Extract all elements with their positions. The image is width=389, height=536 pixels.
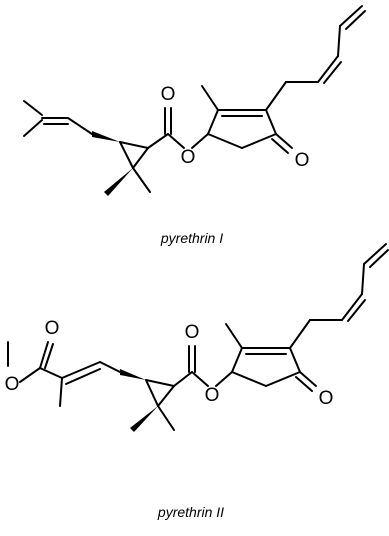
carbonyl-oxygen-label: O: [185, 322, 200, 343]
wedge-bond: [120, 369, 146, 380]
pyrethrin-i-bonds: [23, 5, 366, 196]
bond: [157, 405, 175, 431]
bond: [167, 133, 185, 149]
bond: [191, 371, 209, 387]
pyrethrin-ii-atom-labels: O O O O O: [5, 318, 334, 409]
bond: [145, 379, 175, 387]
bond: [207, 109, 219, 135]
bond: [363, 243, 387, 265]
wedge-bond: [130, 406, 158, 432]
bond: [361, 263, 365, 295]
bond: [145, 379, 159, 407]
bond: [317, 55, 339, 83]
bond: [339, 5, 363, 27]
bond: [132, 167, 151, 193]
double-bond-line: [65, 368, 101, 385]
double-bond-line: [369, 249, 389, 268]
wedge-bond: [92, 131, 120, 142]
bond: [119, 141, 134, 169]
bond: [201, 85, 219, 111]
bond: [19, 367, 41, 383]
pyrethrin-ii-structure: O O O O O pyrethrin II: [5, 243, 389, 520]
wedge-bond: [104, 168, 133, 196]
bond: [231, 371, 267, 387]
bond: [67, 117, 93, 135]
ester-oxygen-label: O: [181, 147, 196, 168]
bond: [207, 133, 243, 149]
bond: [132, 147, 149, 169]
bond: [299, 371, 317, 387]
methoxy-oxygen-label: O: [5, 374, 20, 395]
bond: [265, 109, 277, 135]
bond: [39, 367, 63, 379]
bond: [265, 371, 301, 387]
bond: [147, 133, 169, 149]
double-bond-line: [271, 138, 289, 154]
bond: [275, 133, 293, 149]
methyl-ester-carbonyl-oxygen-label: O: [45, 318, 60, 339]
ketone-oxygen-label: O: [319, 388, 334, 409]
bond: [337, 25, 341, 57]
bond: [99, 361, 121, 373]
bond: [215, 371, 233, 387]
pyrethrin-ii-caption: pyrethrin II: [157, 504, 224, 520]
ketone-oxygen-label: O: [295, 150, 310, 171]
bond: [119, 141, 149, 149]
bond: [39, 341, 49, 369]
carbonyl-oxygen-label: O: [161, 84, 176, 105]
double-bond-line: [323, 61, 342, 84]
bond: [241, 133, 277, 149]
pyrethrin-i-caption: pyrethrin I: [160, 230, 223, 246]
bond: [23, 119, 43, 137]
double-bond-line: [295, 376, 313, 392]
bond: [289, 347, 301, 373]
bond: [59, 377, 63, 407]
bond: [191, 133, 209, 149]
bond: [341, 293, 363, 321]
double-bond-line: [44, 343, 54, 369]
bond: [231, 347, 243, 373]
pyrethrin-ii-bonds: [7, 243, 389, 432]
bond: [265, 81, 287, 111]
bond: [157, 385, 175, 407]
bond: [23, 100, 43, 116]
bond: [289, 319, 311, 349]
ester-oxygen-label: O: [205, 385, 220, 406]
bond: [173, 371, 193, 387]
pyrethrin-i-structure: O O O pyrethrin I: [23, 5, 366, 246]
double-bond-line: [345, 10, 366, 30]
bond: [61, 361, 101, 379]
pyrethrin-i-atom-labels: O O O: [161, 84, 310, 171]
bond: [225, 323, 243, 349]
double-bond-line: [347, 299, 366, 322]
